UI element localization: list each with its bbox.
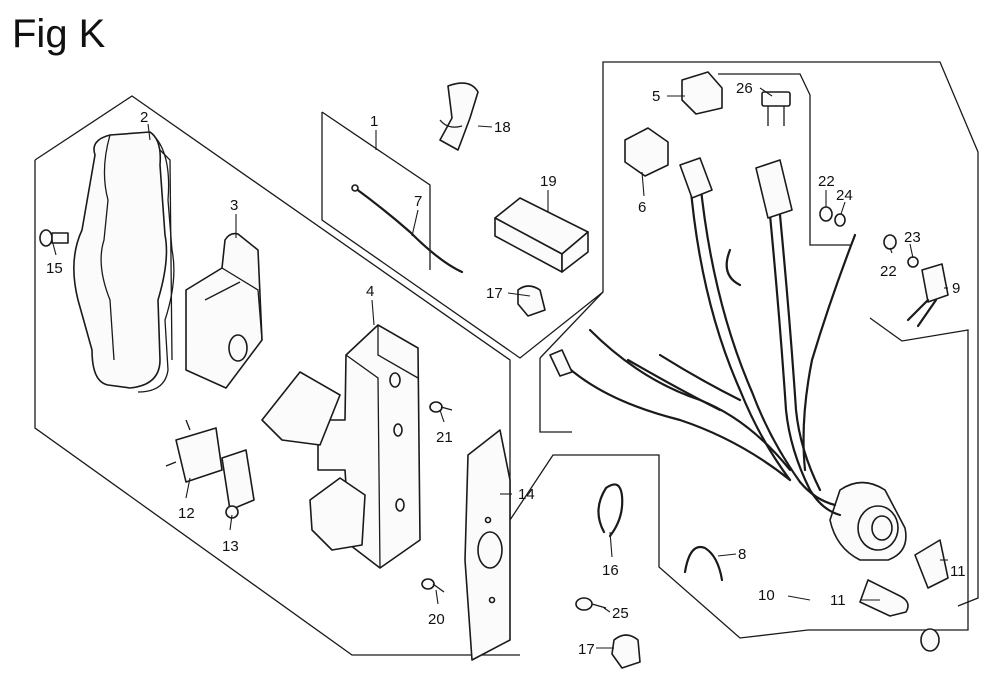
cover-part-2 — [73, 131, 175, 393]
callout-11-b: 11 — [830, 592, 846, 609]
callout-5: 5 — [652, 88, 660, 105]
clamp-part-17-upper — [517, 285, 546, 317]
callout-20: 20 — [428, 611, 445, 628]
callout-3: 3 — [230, 197, 238, 214]
callout-22-a: 22 — [818, 173, 835, 190]
clip-part-8 — [683, 545, 724, 582]
outline-cable-top — [321, 111, 431, 270]
callout-25: 25 — [612, 605, 629, 622]
plate-part-14 — [464, 429, 511, 661]
callout-1: 1 — [370, 113, 378, 130]
screw-part-21 — [429, 401, 453, 413]
clip-part-16 — [597, 483, 624, 538]
callout-18: 18 — [494, 119, 511, 136]
screw-part-20 — [421, 578, 445, 593]
callout-17-b: 17 — [578, 641, 595, 658]
figure-title: Fig K — [12, 12, 106, 56]
leader-lines — [51, 87, 948, 649]
outline-fuse-group — [718, 73, 850, 246]
sensor-part-9 — [906, 263, 949, 328]
relay-part-5 — [681, 71, 723, 115]
panel-part-4 — [261, 324, 421, 569]
fuse-part-26 — [761, 91, 791, 126]
outline-harness — [539, 61, 979, 607]
callout-7: 7 — [414, 193, 422, 210]
callout-19: 19 — [540, 173, 557, 190]
callout-10: 10 — [758, 587, 775, 604]
outline-cable-group — [321, 112, 604, 359]
callout-16: 16 — [602, 562, 619, 579]
bracket-part-3 — [185, 232, 263, 389]
outline-left-lower — [34, 160, 520, 656]
callout-4: 4 — [366, 283, 374, 300]
key-part-11-a — [914, 539, 949, 589]
callout-8: 8 — [738, 546, 746, 563]
clamp-part-17-lower — [611, 634, 641, 669]
callout-labels: 1 2 3 4 5 6 7 8 9 10 11 11 12 13 14 15 1… — [46, 80, 966, 658]
callout-12: 12 — [178, 505, 195, 522]
callout-26: 26 — [736, 80, 753, 97]
callout-13: 13 — [222, 538, 239, 555]
bolt-part-25 — [575, 597, 607, 611]
ignition-switch — [798, 480, 907, 561]
callout-9: 9 — [952, 280, 960, 297]
relay-part-6 — [624, 127, 669, 177]
callout-14: 14 — [518, 486, 535, 503]
key-part-11-b — [859, 579, 940, 652]
group-outlines — [34, 61, 979, 656]
switch-part-12 — [165, 419, 223, 483]
callout-11-a: 11 — [950, 563, 966, 580]
harness-part-10 — [549, 157, 857, 492]
pad-part-19 — [494, 197, 589, 273]
callout-15: 15 — [46, 260, 63, 277]
callout-23: 23 — [904, 229, 921, 246]
callout-6: 6 — [638, 199, 646, 216]
callout-17-a: 17 — [486, 285, 503, 302]
callout-24: 24 — [836, 187, 853, 204]
callout-21: 21 — [436, 429, 453, 446]
outline-control-box — [34, 95, 969, 639]
outline-harness-lower — [539, 358, 572, 433]
washers-22-24 — [819, 206, 919, 268]
callout-2: 2 — [140, 109, 148, 126]
clip-part-18 — [439, 82, 479, 151]
screw-part-15 — [39, 229, 69, 247]
switch-part-13 — [221, 449, 255, 519]
cable-part-7 — [351, 184, 464, 274]
callout-22-b: 22 — [880, 263, 897, 280]
